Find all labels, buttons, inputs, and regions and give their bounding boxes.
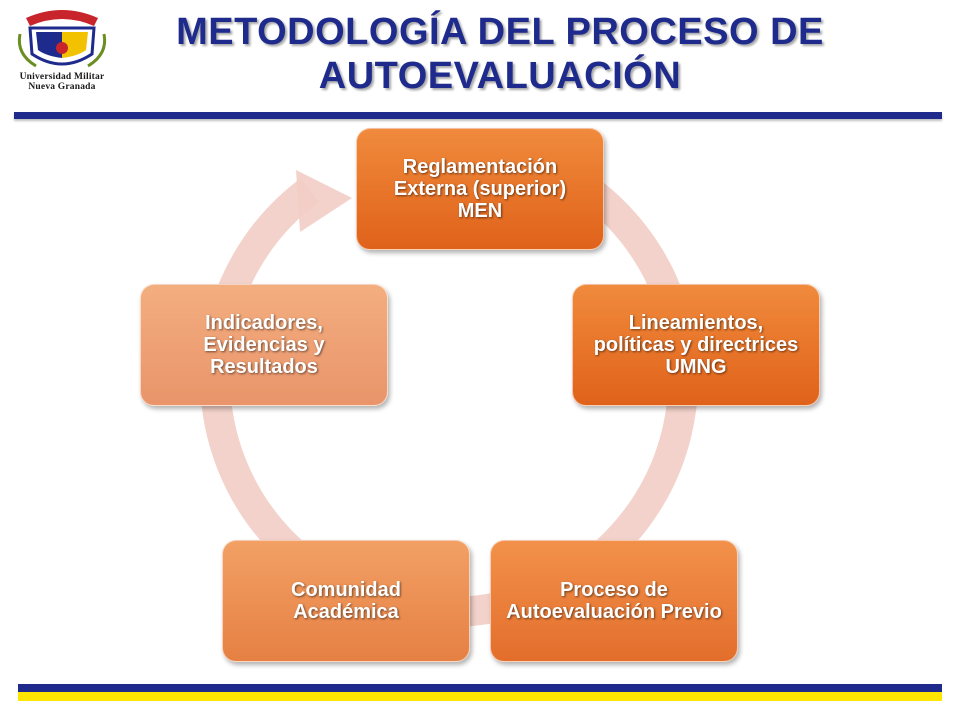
- node-label: Indicadores, Evidencias y Resultados: [203, 312, 325, 378]
- title-line-2: AUTOEVALUACIÓN: [318, 55, 682, 97]
- node-lineamientos: Lineamientos, políticas y directrices UM…: [572, 284, 820, 406]
- cycle-arrowhead-icon: [296, 170, 352, 232]
- footer-bar-blue: [18, 684, 942, 692]
- node-comunidad-academica: Comunidad Académica: [222, 540, 470, 662]
- page-title: METODOLOGÍA DEL PROCESO DE AUTOEVALUACIÓ…: [120, 10, 880, 98]
- node-label: Proceso de Autoevaluación Previo: [506, 579, 722, 623]
- node-reglamentacion-externa: Reglamentación Externa (superior) MEN: [356, 128, 604, 250]
- title-line-1: METODOLOGÍA DEL PROCESO DE: [176, 11, 824, 53]
- university-logo: Universidad Militar Nueva Granada: [6, 4, 118, 96]
- footer-bar-yellow: [18, 692, 942, 701]
- node-label: Lineamientos, políticas y directrices UM…: [593, 312, 799, 378]
- logo-text-line1: Universidad Militar: [19, 72, 105, 82]
- logo-text-line2: Nueva Granada: [28, 82, 96, 92]
- node-indicadores: Indicadores, Evidencias y Resultados: [140, 284, 388, 406]
- node-label: Comunidad Académica: [291, 579, 401, 623]
- title-underline: [14, 112, 942, 119]
- node-proceso-autoevaluacion: Proceso de Autoevaluación Previo: [490, 540, 738, 662]
- shield-emblem-icon: [17, 10, 107, 68]
- node-label: Reglamentación Externa (superior) MEN: [393, 156, 567, 222]
